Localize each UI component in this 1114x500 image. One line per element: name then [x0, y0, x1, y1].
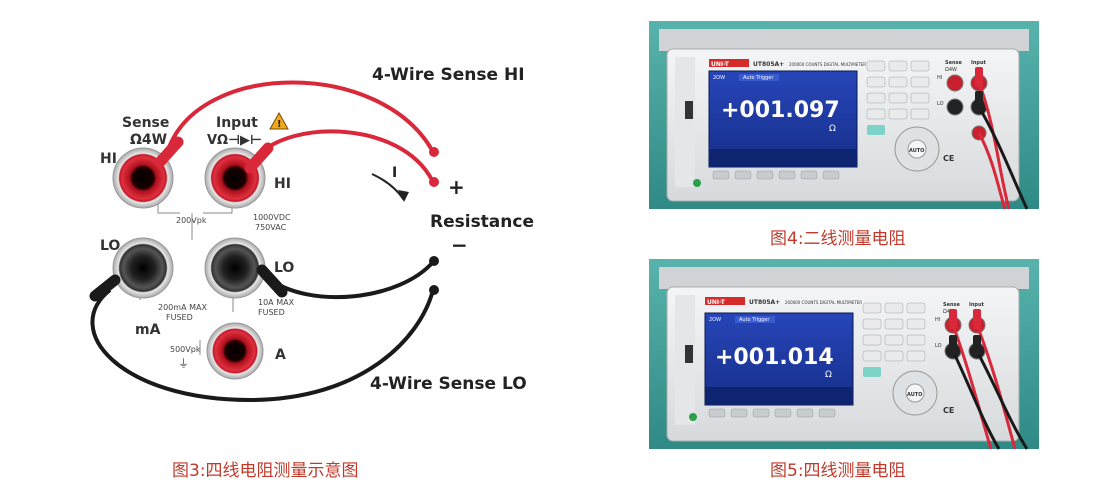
wire-input-hi	[256, 129, 434, 181]
panel-input-label: Input	[971, 60, 987, 66]
svg-text:!: !	[277, 119, 282, 130]
meter-subtitle: 200000 COUNTS DIGITAL MULTIMETER	[789, 62, 866, 67]
meter-unit: Ω	[825, 370, 832, 380]
label-1000vdc: 1000VDC	[253, 213, 291, 222]
meter-reading: +001.097	[721, 98, 840, 123]
label-input: Input	[216, 115, 258, 131]
warning-icon: !	[269, 111, 289, 130]
jack-amp	[206, 322, 264, 380]
label-sense: Sense	[122, 115, 169, 131]
meter-brand: UNI-T	[707, 299, 726, 306]
meter-subtitle: 200000 COUNTS DIGITAL MULTIMETER	[785, 300, 862, 305]
node-lo-input	[429, 256, 439, 266]
jack-input-lo	[204, 237, 266, 299]
node-hi-sense	[429, 147, 439, 157]
label-10a-max: 10A MAX	[258, 298, 295, 307]
wire-sense-lo	[90, 288, 435, 403]
meter-brand: UNI-T	[711, 61, 730, 68]
meter-mode: 2OW	[713, 75, 725, 81]
label-minus: −	[451, 233, 468, 257]
caption-figure-5: 图5:四线测量电阻	[770, 461, 906, 481]
label-plus: +	[448, 175, 465, 199]
label-ma: mA	[135, 322, 161, 338]
meter-model: UT805A+	[749, 299, 780, 306]
label-200vpk: 200Vpk	[176, 216, 207, 225]
node-hi-input	[429, 177, 439, 187]
label-a: A	[275, 347, 286, 363]
meter-photo-4wire: UNI-T UT805A+ 200000 COUNTS DIGITAL MULT…	[649, 259, 1039, 450]
panel-sense-label: Sense	[943, 302, 961, 308]
caption-figure-4: 图4:二线测量电阻	[770, 229, 906, 249]
label-4wire-sense-hi: 4-Wire Sense HI	[372, 65, 525, 85]
panel-sense-label: Sense	[945, 60, 963, 66]
meter-trigger: Auto Trigger	[739, 317, 770, 323]
panel-lo-label: LO	[937, 101, 944, 107]
ground-icon: ⏚	[178, 357, 189, 370]
label-fused-2: FUSED	[258, 308, 285, 317]
caption-figure-3: 图3:四线电阻测量示意图	[172, 461, 359, 481]
label-4wire-sense-lo: 4-Wire Sense LO	[370, 374, 527, 394]
label-hi-right: HI	[274, 176, 291, 192]
panel-ce-label: CE	[943, 154, 954, 163]
auto-key-label: AUTO	[909, 148, 924, 154]
meter-photo-2wire: UNI-T UT805A+ 200000 COUNTS DIGITAL MULT…	[649, 21, 1039, 210]
meter-model: UT805A+	[753, 61, 784, 68]
label-750vac: 750VAC	[255, 223, 287, 232]
auto-key-label: AUTO	[907, 392, 922, 398]
label-200ma-max: 200mA MAX	[158, 303, 207, 312]
wire-sense-hi	[166, 80, 434, 152]
four-wire-diagram: 4-Wire Sense HI 4-Wire Sense LO Sense Ω4…	[89, 65, 534, 403]
label-input-symbols: VΩ⊣▶⊢	[207, 133, 262, 148]
panel-omega4w-label: Ω4W	[945, 67, 957, 73]
label-hi-left: HI	[100, 151, 117, 167]
label-resistance: Resistance	[430, 212, 534, 232]
label-fused-1: FUSED	[166, 313, 193, 322]
label-omega-4w: Ω4W	[130, 132, 167, 148]
meter-trigger: Auto Trigger	[743, 75, 774, 81]
panel-lo-label: LO	[935, 343, 942, 349]
panel-ce-label: CE	[943, 406, 954, 415]
meter-mode: 2OW	[709, 317, 721, 323]
node-lo-sense	[429, 285, 439, 295]
jack-sense-lo	[112, 237, 174, 299]
label-current: I	[392, 165, 397, 181]
label-lo-right: LO	[274, 260, 294, 276]
meter-reading: +001.014	[715, 345, 834, 370]
meter-unit: Ω	[829, 124, 836, 134]
panel-hi-label: HI	[937, 75, 942, 81]
panel-input-label: Input	[969, 302, 985, 308]
panel-hi-label: HI	[935, 317, 940, 323]
label-500vpk: 500Vpk	[170, 345, 201, 354]
current-arrow-icon	[371, 173, 405, 201]
label-lo-left: LO	[100, 238, 120, 254]
